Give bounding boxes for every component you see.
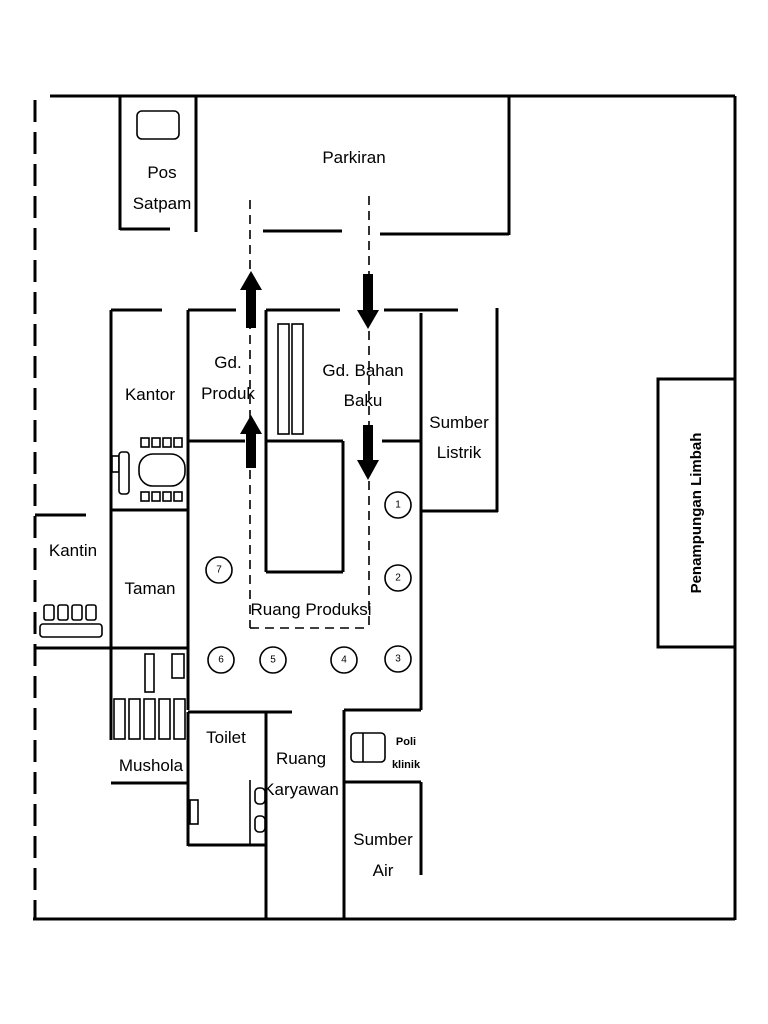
production-machine-7: 7	[205, 556, 233, 584]
machine-number: 2	[395, 573, 401, 584]
gd-produk-label-line2: Produk	[201, 384, 255, 403]
meeting-table-icon	[111, 437, 186, 502]
machine-number: 4	[341, 655, 347, 666]
arrow-up-icon	[240, 271, 262, 328]
sumber-air-label-line2: Air	[373, 861, 394, 880]
machine-number: 3	[395, 654, 401, 665]
flow-arrows	[240, 271, 379, 480]
prayer-mat-icon	[113, 653, 186, 740]
production-machine-6: 6	[207, 646, 235, 674]
arrow-up-icon	[240, 415, 262, 468]
toilet-label: Toilet	[206, 728, 246, 747]
mushola-label: Mushola	[119, 756, 184, 775]
gd-bahan-baku-room: Gd. Bahan Baku	[264, 308, 458, 574]
sumber-listrik-label-line1: Sumber	[429, 413, 489, 432]
arrow-down-icon	[357, 425, 379, 480]
parkiran-label: Parkiran	[322, 148, 385, 167]
gd-produk-room: Gd. Produk	[186, 308, 255, 710]
kantor-label: Kantor	[125, 385, 175, 404]
toilet-bowl-icon	[254, 815, 266, 833]
sumber-air-room: Sumber Air	[353, 782, 423, 880]
outer-boundary	[33, 94, 737, 921]
mushola-room: Mushola	[109, 648, 188, 785]
poliklinik-label-line2: klinik	[392, 759, 421, 771]
dining-table-icon	[39, 604, 103, 638]
parkiran-area: Parkiran	[263, 96, 511, 236]
kantor-room: Kantor	[109, 308, 188, 648]
kantin-label: Kantin	[49, 541, 97, 560]
production-machine-3: 3	[384, 645, 412, 673]
gd-produk-label-line1: Gd.	[214, 353, 241, 372]
kantin-room: Kantin	[35, 513, 188, 650]
production-machine-1: 1	[384, 491, 412, 519]
clinic-bed-icon	[350, 732, 386, 763]
taman-label: Taman	[124, 579, 175, 598]
storage-rack-icon	[277, 323, 290, 435]
pos-satpam-label-line2: Satpam	[133, 194, 192, 213]
ruang-karyawan-room: Ruang Karyawan	[263, 708, 421, 919]
machine-number: 5	[270, 655, 276, 666]
sink-icon	[189, 799, 199, 825]
storage-rack-icon	[291, 323, 304, 435]
machine-number: 1	[395, 500, 401, 511]
taman-area: Taman	[124, 579, 175, 598]
machine-number: 7	[216, 565, 222, 576]
pos-satpam-room: Pos Satpam	[118, 96, 198, 232]
poliklinik-label-line1: Poli	[396, 736, 416, 748]
ruang-produksi-label: Ruang Produksi	[251, 600, 372, 619]
pos-satpam-label-line1: Pos	[147, 163, 176, 182]
poliklinik-room: Poli klinik	[344, 732, 421, 784]
gd-bahan-baku-label-line1: Gd. Bahan	[322, 361, 403, 380]
ruang-karyawan-label-line2: Karyawan	[263, 780, 339, 799]
ruang-produksi-room: Ruang Produksi 1 2 3 4 5 6 7	[205, 491, 412, 674]
sumber-listrik-label-line2: Listrik	[437, 443, 482, 462]
production-machine-4: 4	[330, 646, 358, 674]
arrow-down-icon	[357, 274, 379, 329]
toilet-room: Toilet	[186, 710, 266, 847]
production-machine-2: 2	[384, 564, 412, 592]
production-machine-5: 5	[259, 646, 287, 674]
machine-number: 6	[218, 655, 224, 666]
ruang-karyawan-label-line1: Ruang	[276, 749, 326, 768]
penampungan-limbah-room: Penampungan Limbah	[656, 377, 735, 649]
sumber-air-label-line1: Sumber	[353, 830, 413, 849]
gd-bahan-baku-label-line2: Baku	[344, 391, 383, 410]
sumber-listrik-room: Sumber Listrik	[419, 308, 499, 710]
material-flow-paths	[249, 196, 370, 629]
penampungan-limbah-label: Penampungan Limbah	[688, 433, 705, 594]
guard-desk-icon	[136, 110, 180, 140]
